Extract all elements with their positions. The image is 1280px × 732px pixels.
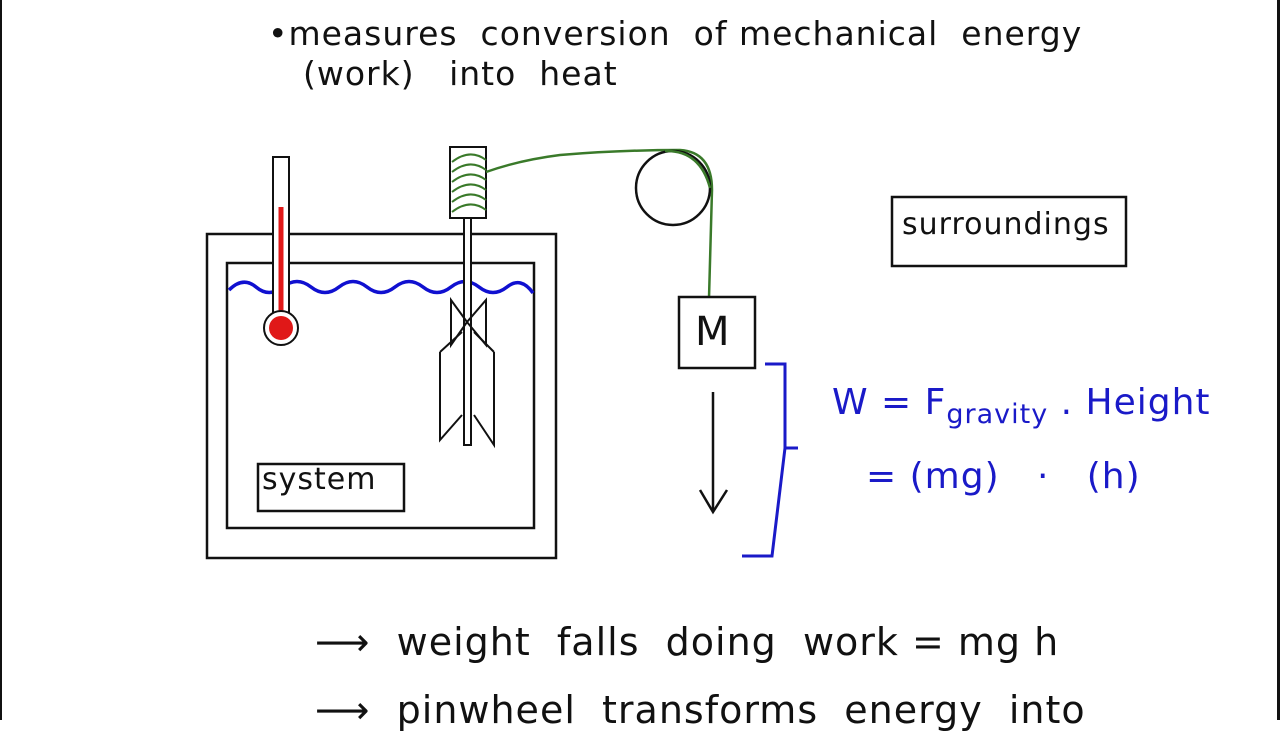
outer-container (205, 232, 558, 560)
work-equation-line-2: = (mg) · (h) (866, 456, 1141, 497)
string (485, 148, 714, 299)
work-equation-line-1: W = Fgravity . Height (832, 382, 1211, 430)
system-box (256, 462, 406, 513)
left-border (0, 0, 2, 720)
height-bracket (742, 362, 798, 558)
mass-label: M (695, 309, 731, 355)
down-arrow-icon (698, 392, 729, 515)
surroundings-box (890, 195, 1128, 268)
title-line-2: (work) into heat (303, 54, 618, 93)
right-border (1277, 0, 1280, 720)
paddle-wheel-icon (439, 296, 495, 449)
stirrer-shaft (463, 217, 472, 446)
eq-gravity-subscript: gravity (946, 399, 1049, 430)
inner-container (225, 261, 536, 530)
pulley-icon (634, 149, 712, 227)
thermometer-icon (263, 156, 299, 346)
system-label: system (262, 462, 377, 497)
mass-box (677, 295, 757, 370)
spool-icon (449, 146, 487, 219)
bullet-weight-falls: ⟶ weight falls doing work = mg h (315, 620, 1060, 664)
eq-w-f: W = F (832, 382, 947, 423)
bullet-pinwheel: ⟶ pinwheel transforms energy into (315, 688, 1086, 732)
eq-height: . Height (1048, 382, 1211, 423)
title-line-1: •measures conversion of mechanical energ… (268, 14, 1083, 53)
surroundings-label: surroundings (902, 207, 1110, 242)
